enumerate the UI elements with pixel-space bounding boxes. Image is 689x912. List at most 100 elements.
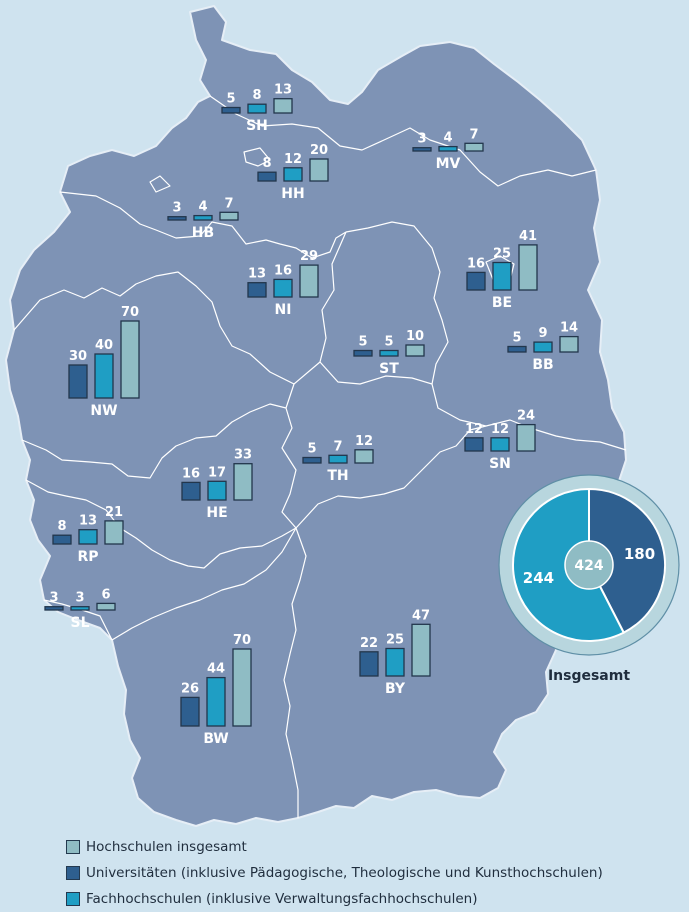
pie-title: Insgesamt — [548, 668, 630, 684]
value-label-ni-total: 29 — [300, 249, 318, 264]
value-label-sh-fachhochschulen: 8 — [252, 88, 261, 103]
bar-hb-total — [219, 211, 239, 221]
value-label-mv-fachhochschulen: 4 — [443, 131, 452, 146]
value-label-sl-total: 6 — [101, 587, 110, 602]
value-label-mv-universities: 3 — [417, 132, 426, 147]
bar-he-universities — [181, 481, 201, 501]
value-label-sn-universities: 12 — [465, 422, 483, 437]
bar-sn-fachhochschulen — [490, 437, 510, 452]
value-label-be-total: 41 — [519, 229, 537, 244]
value-label-bb-total: 14 — [560, 321, 578, 336]
value-label-st-universities: 5 — [358, 335, 367, 350]
value-label-hb-universities: 3 — [172, 201, 181, 216]
bar-st-universities — [353, 349, 373, 357]
value-label-bb-universities: 5 — [512, 331, 521, 346]
value-label-sh-universities: 5 — [226, 92, 235, 107]
bar-sl-fachhochschulen — [70, 606, 90, 611]
legend-swatch-fachhochschulen — [66, 892, 80, 906]
value-label-he-fachhochschulen: 17 — [208, 465, 226, 480]
region-code-by: BY — [385, 681, 406, 697]
value-label-ni-universities: 13 — [248, 267, 266, 282]
bar-bb-total — [559, 335, 579, 353]
value-label-he-total: 33 — [234, 448, 252, 463]
bar-hh-universities — [257, 171, 277, 182]
value-label-he-universities: 16 — [182, 466, 200, 481]
bar-th-fachhochschulen — [328, 454, 348, 464]
legend: Hochschulen insgesamt Universitäten (ink… — [66, 834, 686, 912]
bar-he-total — [233, 463, 253, 501]
bar-hh-total — [309, 158, 329, 182]
value-label-bw-universities: 26 — [181, 681, 199, 696]
region-code-ni: NI — [275, 302, 292, 318]
value-label-th-universities: 5 — [307, 442, 316, 457]
bar-sh-total — [273, 98, 293, 114]
bar-st-total — [405, 344, 425, 357]
bar-be-total — [518, 244, 538, 291]
pie-label-universities: 180 — [624, 545, 655, 563]
legend-item-total: Hochschulen insgesamt — [66, 834, 686, 860]
bar-nw-universities — [68, 364, 88, 399]
pie-center — [564, 540, 614, 590]
pie-label-fachhochschulen: 244 — [523, 569, 554, 587]
region-code-nw: NW — [90, 403, 117, 419]
value-label-by-universities: 22 — [360, 636, 378, 651]
region-code-th: TH — [327, 468, 348, 484]
bar-th-universities — [302, 456, 322, 464]
bar-hb-universities — [167, 216, 187, 221]
value-label-by-total: 47 — [412, 608, 430, 623]
legend-label-universities: Universitäten (inklusive Pädagogische, T… — [86, 865, 603, 881]
bar-hh-fachhochschulen — [283, 167, 303, 182]
bar-sh-universities — [221, 106, 241, 114]
value-label-nw-universities: 30 — [69, 349, 87, 364]
value-label-rp-total: 21 — [105, 505, 123, 520]
bar-ni-fachhochschulen — [273, 278, 293, 298]
bar-bw-fachhochschulen — [206, 676, 226, 727]
state-borders — [13, 95, 627, 818]
value-label-hb-total: 7 — [224, 196, 233, 211]
bar-th-total — [354, 449, 374, 464]
bar-sl-total — [96, 602, 116, 611]
value-label-rp-fachhochschulen: 13 — [79, 514, 97, 529]
region-code-sh: SH — [246, 118, 268, 134]
region-code-st: ST — [379, 361, 399, 377]
germany-outline — [5, 5, 627, 827]
value-label-th-total: 12 — [355, 434, 373, 449]
region-code-rp: RP — [77, 549, 98, 565]
value-label-sl-fachhochschulen: 3 — [75, 591, 84, 606]
bar-st-fachhochschulen — [379, 349, 399, 357]
value-label-hh-fachhochschulen: 12 — [284, 152, 302, 167]
bar-rp-total — [104, 520, 124, 545]
bar-bb-fachhochschulen — [533, 341, 553, 353]
value-label-st-total: 10 — [406, 329, 424, 344]
value-label-nw-total: 70 — [121, 305, 139, 320]
value-label-by-fachhochschulen: 25 — [386, 633, 404, 648]
bar-ni-universities — [247, 282, 267, 298]
region-code-mv: MV — [436, 156, 461, 172]
value-label-hh-universities: 8 — [262, 156, 271, 171]
legend-item-fachhochschulen: Fachhochschulen (inklusive Verwaltungsfa… — [66, 886, 686, 912]
bar-sn-universities — [464, 437, 484, 452]
bar-sh-fachhochschulen — [247, 103, 267, 114]
bar-he-fachhochschulen — [207, 480, 227, 501]
region-code-bb: BB — [532, 357, 553, 373]
value-label-be-fachhochschulen: 25 — [493, 247, 511, 262]
value-label-be-universities: 16 — [467, 256, 485, 271]
region-code-be: BE — [492, 295, 512, 311]
bar-be-universities — [466, 271, 486, 291]
bar-bb-universities — [507, 345, 527, 353]
region-code-bw: BW — [203, 731, 228, 747]
